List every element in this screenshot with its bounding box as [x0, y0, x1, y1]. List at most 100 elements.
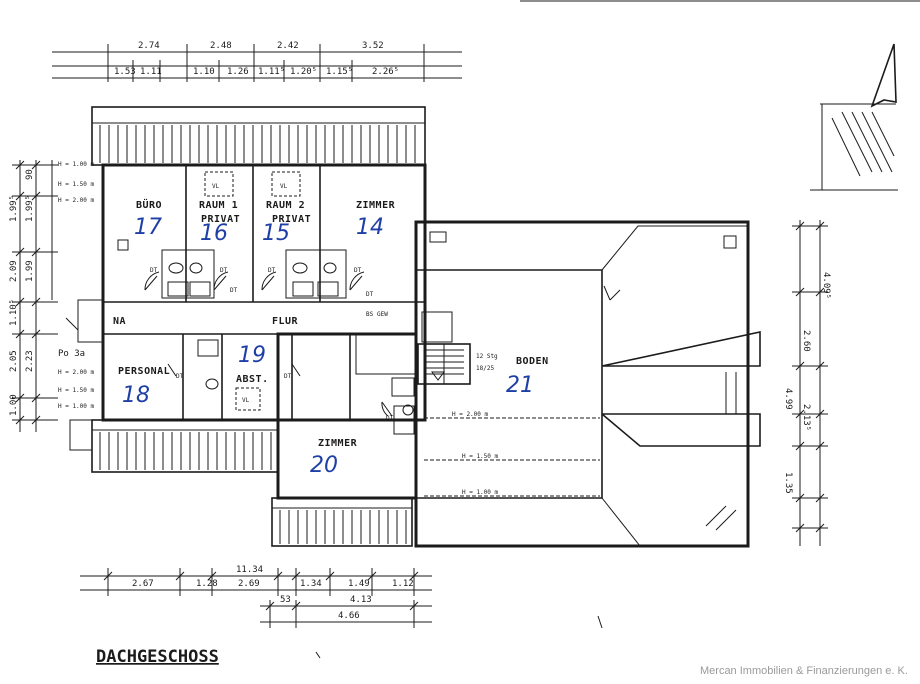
left-height-3: H = 2.00 m [58, 197, 95, 204]
staircase: 12 Stg 18/25 [417, 311, 498, 385]
dt-mark-3: DT [268, 267, 276, 274]
left-height-4: H = 2.00 m [58, 369, 95, 376]
room-zimmer20-label: ZIMMER [318, 438, 358, 449]
height-mark-boden-1: H = 2.00 m [452, 411, 489, 418]
room-buero-label: BÜRO [136, 197, 162, 211]
room-personal-number: 18 [122, 383, 150, 408]
dt-mark-8: DT [284, 373, 292, 380]
room-boden-number: 21 [506, 373, 534, 398]
page-title: DACHGESCHOSS [96, 647, 219, 667]
left-subdim-3: 1.99 [25, 260, 35, 282]
top-subdim-3: 1.10 [193, 67, 215, 77]
dt-mark-7: DT [176, 373, 184, 380]
stair-note: 12 Stg [476, 353, 498, 360]
flur-label: FLUR [272, 316, 299, 327]
left-dim-3: 1.10⁵ [9, 299, 19, 326]
vl-mark-1: VL [212, 183, 220, 190]
room-zimmer14-label: ZIMMER [356, 200, 396, 211]
bottom-dim-1: 2.67 [132, 579, 154, 589]
top-dim-3: 2.42 [277, 41, 299, 51]
left-dim-2: 2.09 [9, 260, 19, 282]
bottom-dim-3: 2.69 [238, 579, 260, 589]
right-dim-3: 4.99 [783, 388, 793, 410]
top-dimension-chain: 2.74 2.48 2.42 3.52 1.53 1.11 1.10 1.26 … [52, 41, 462, 82]
corridor: FLUR NA BS GEW [65, 299, 388, 343]
room-raum2-number: 15 [262, 221, 290, 246]
side-note: Po 3a [58, 349, 85, 359]
room-abst-number: 19 [238, 343, 266, 368]
height-mark-boden-3: H = 1.00 m [462, 489, 499, 496]
vl-mark-3: VL [242, 397, 250, 404]
room-personal-label: PERSONAL [118, 366, 170, 377]
room-boden-label: BODEN [516, 356, 549, 367]
left-height-1: H = 1.00 m [58, 161, 95, 168]
bottom-total: 11.34 [236, 565, 263, 575]
dt-mark-9: DT [386, 415, 394, 422]
right-dimension-chain: 4.09⁵ 2.60 4.99 2.13⁵ 1.35 [783, 220, 831, 546]
top-subdim-2: 1.11 [140, 67, 162, 77]
bottom-dim-5: 1.49 [348, 579, 370, 589]
dt-mark-1: DT [150, 267, 158, 274]
vl-mark-2: VL [280, 183, 288, 190]
top-subdim-5: 1.11⁵ [258, 67, 285, 77]
room-raum1-label: RAUM 1 [199, 200, 238, 211]
left-dimension-chain: 1.99⁵ 2.09 1.10⁵ 2.05 1.00 90 1.99⁵ 1.99… [9, 160, 95, 432]
dt-mark-4: DT [354, 267, 362, 274]
right-dim-1: 4.09⁵ [821, 272, 831, 299]
upper-rooms: VL VL DT DT DT DT DT DT [103, 165, 425, 303]
boden-attic: H = 2.00 m H = 1.50 m H = 1.00 m [414, 220, 761, 548]
room-raum2-label: RAUM 2 [266, 200, 305, 211]
south-west-roof-strip [69, 419, 279, 473]
bottom-dimension-chain: 11.34 2.67 1.28 2.69 1.34 1.49 1.12 53 4… [80, 565, 432, 628]
room-abst-label: ABST. [236, 374, 269, 385]
watermark: Mercan Immobilien & Finanzierungen e. K. [700, 665, 908, 677]
gew-mark: GEW [377, 311, 388, 318]
room-labels: BÜRO 17 RAUM 1 PRIVAT 16 RAUM 2 PRIVAT 1… [118, 197, 549, 478]
top-dim-2: 2.48 [210, 41, 232, 51]
top-dim-1: 2.74 [138, 41, 160, 51]
room-raum1-number: 16 [200, 221, 228, 246]
left-dim-5: 1.00 [9, 394, 19, 416]
room-raum2-sublabel: PRIVAT [272, 214, 311, 225]
bottom-subdim-1: 53 [280, 595, 291, 605]
zimmer-20: DT [276, 332, 418, 500]
room-zimmer20-number: 20 [310, 453, 338, 478]
top-subdim-1: 1.53 [114, 67, 136, 77]
bs-mark: BS [366, 311, 374, 318]
dt-mark-6: DT [366, 291, 374, 298]
dt-mark-2: DT [220, 267, 228, 274]
room-buero-number: 17 [134, 215, 162, 240]
right-dim-5: 1.35 [783, 472, 793, 494]
north-roof-strip [91, 106, 426, 166]
top-subdim-4: 1.26 [227, 67, 249, 77]
room-zimmer14-number: 14 [356, 215, 384, 240]
bottom-dim-4: 1.34 [300, 579, 322, 589]
height-mark-boden-2: H = 1.50 m [462, 453, 499, 460]
lower-rooms: VL DT DT [167, 334, 351, 420]
right-dim-2: 2.60 [801, 330, 811, 352]
north-arrow-icon [810, 43, 898, 191]
na-label: NA [113, 316, 126, 327]
bottom-dim-6: 1.12 [392, 579, 414, 589]
left-dim-4: 2.05 [9, 350, 19, 372]
dt-mark-5: DT [230, 287, 238, 294]
bottom-subdim-2: 4.13 [350, 595, 372, 605]
left-height-2: H = 1.50 m [58, 181, 95, 188]
bottom-subdim-3: 4.66 [338, 611, 360, 621]
left-subdim-2: 1.99⁵ [25, 195, 35, 222]
left-subdim-4: 2.23 [25, 350, 35, 372]
left-height-6: H = 1.00 m [58, 403, 95, 410]
left-height-5: H = 1.50 m [58, 387, 95, 394]
room-raum1-sublabel: PRIVAT [201, 214, 240, 225]
top-dim-4: 3.52 [362, 41, 384, 51]
left-dim-1: 1.99⁵ [9, 195, 19, 222]
top-subdim-6: 1.20⁵ [290, 67, 317, 77]
left-subdim-1: 90 [25, 169, 35, 180]
south-roof-strip [271, 497, 413, 547]
top-subdim-8: 2.26⁵ [372, 67, 399, 77]
right-dim-4: 2.13⁵ [801, 404, 811, 431]
stair-ratio: 18/25 [476, 365, 494, 372]
top-subdim-7: 1.15⁵ [326, 67, 353, 77]
bottom-dim-2: 1.28 [196, 579, 218, 589]
